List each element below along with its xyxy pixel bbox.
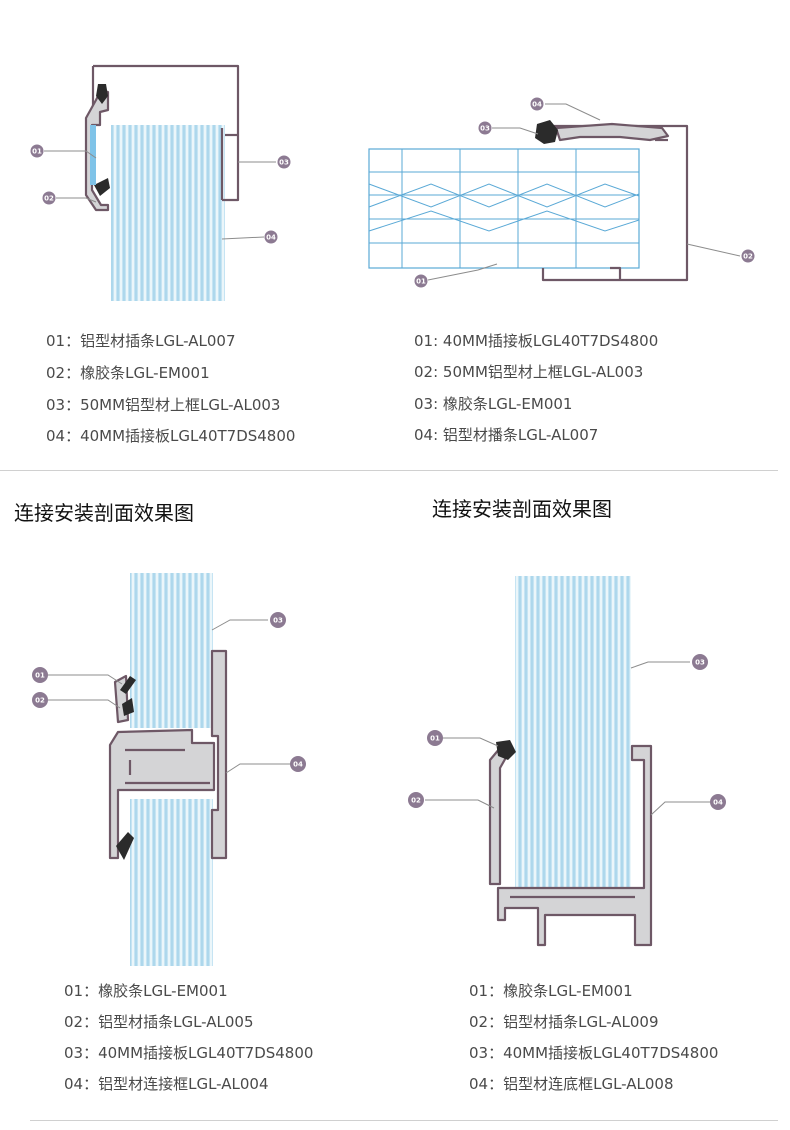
callout-d1-04: 04 xyxy=(264,230,278,244)
section-title-left: 连接安装剖面效果图 xyxy=(14,501,194,525)
aluminum-insert-strip xyxy=(488,746,510,886)
diagram-2: 04 03 02 01 xyxy=(368,97,755,288)
callout-d3-01: 01 xyxy=(32,667,48,683)
legend-item: 02：橡胶条LGL-EM001 xyxy=(46,364,210,382)
svg-text:04: 04 xyxy=(532,101,542,109)
callout-d3-03: 03 xyxy=(270,612,286,628)
svg-text:02: 02 xyxy=(44,195,54,203)
aluminum-connection-frame xyxy=(210,649,228,860)
callout-d1-02: 02 xyxy=(42,191,56,205)
rubber-strip xyxy=(96,84,108,104)
rubber-strip xyxy=(496,740,516,760)
svg-text:02: 02 xyxy=(411,797,421,805)
svg-text:04: 04 xyxy=(293,761,303,769)
callout-d4-01: 01 xyxy=(427,730,443,746)
legend-item: 03：50MM铝型材上框LGL-AL003 xyxy=(46,396,281,414)
diagram-3: 03 01 02 04 xyxy=(32,573,306,966)
svg-text:02: 02 xyxy=(35,697,45,705)
callout-d2-03: 03 xyxy=(478,121,492,135)
legend-item: 04：铝型材连接框LGL-AL004 xyxy=(64,1075,269,1093)
svg-text:03: 03 xyxy=(273,617,283,625)
svg-text:03: 03 xyxy=(695,659,705,667)
aluminum-top-frame xyxy=(93,64,240,202)
aluminum-base-frame xyxy=(496,744,653,947)
legend-item: 04: 铝型材播条LGL-AL007 xyxy=(414,426,599,444)
polycarbonate-panel xyxy=(368,148,640,269)
callout-d4-03: 03 xyxy=(692,654,708,670)
callout-d3-04: 04 xyxy=(290,756,306,772)
legend-item: 01：橡胶条LGL-EM001 xyxy=(64,982,228,1000)
legend-item: 03：40MM插接板LGL40T7DS4800 xyxy=(64,1044,314,1062)
rubber-strip xyxy=(535,120,558,144)
polycarbonate-panel-upper xyxy=(130,573,213,728)
divider xyxy=(0,470,778,471)
svg-text:01: 01 xyxy=(32,148,42,156)
svg-text:01: 01 xyxy=(416,278,426,286)
callout-d2-01: 01 xyxy=(414,274,428,288)
legend-item: 01: 40MM插接板LGL40T7DS4800 xyxy=(414,332,659,350)
svg-text:03: 03 xyxy=(279,159,289,167)
svg-text:01: 01 xyxy=(35,672,45,680)
aluminum-insert-strip xyxy=(554,122,670,142)
legend-item: 01：铝型材插条LGL-AL007 xyxy=(46,332,236,350)
legend-item: 03: 橡胶条LGL-EM001 xyxy=(414,395,573,413)
polycarbonate-panel xyxy=(111,125,225,301)
diagram-1: 01 02 03 04 xyxy=(30,64,291,301)
legend-item: 04：铝型材连底框LGL-AL008 xyxy=(469,1075,674,1093)
callout-d4-04: 04 xyxy=(710,794,726,810)
svg-text:04: 04 xyxy=(713,799,723,807)
callout-d1-01: 01 xyxy=(30,144,44,158)
polycarbonate-panel xyxy=(515,576,631,888)
svg-text:01: 01 xyxy=(430,735,440,743)
legend-item: 02：铝型材插条LGL-AL009 xyxy=(469,1013,659,1031)
legend-item: 04：40MM插接板LGL40T7DS4800 xyxy=(46,427,296,445)
callout-d3-02: 02 xyxy=(32,692,48,708)
legend-item: 02: 50MM铝型材上框LGL-AL003 xyxy=(414,363,644,381)
section-title-right: 连接安装剖面效果图 xyxy=(432,497,612,521)
legend-item: 01：橡胶条LGL-EM001 xyxy=(469,982,633,1000)
legend-item: 02：铝型材插条LGL-AL005 xyxy=(64,1013,254,1031)
legend-item: 03：40MM插接板LGL40T7DS4800 xyxy=(469,1044,719,1062)
callout-d1-03: 03 xyxy=(277,155,291,169)
callout-d2-04: 04 xyxy=(530,97,544,111)
svg-text:02: 02 xyxy=(743,253,753,261)
svg-text:04: 04 xyxy=(266,234,276,242)
callout-d4-02: 02 xyxy=(408,792,424,808)
diagram-4: 03 01 02 04 xyxy=(408,576,726,947)
svg-text:03: 03 xyxy=(480,125,490,133)
rubber-strip xyxy=(120,676,136,694)
divider xyxy=(30,1120,778,1121)
polycarbonate-panel-lower xyxy=(130,799,213,966)
callout-d2-02: 02 xyxy=(741,249,755,263)
